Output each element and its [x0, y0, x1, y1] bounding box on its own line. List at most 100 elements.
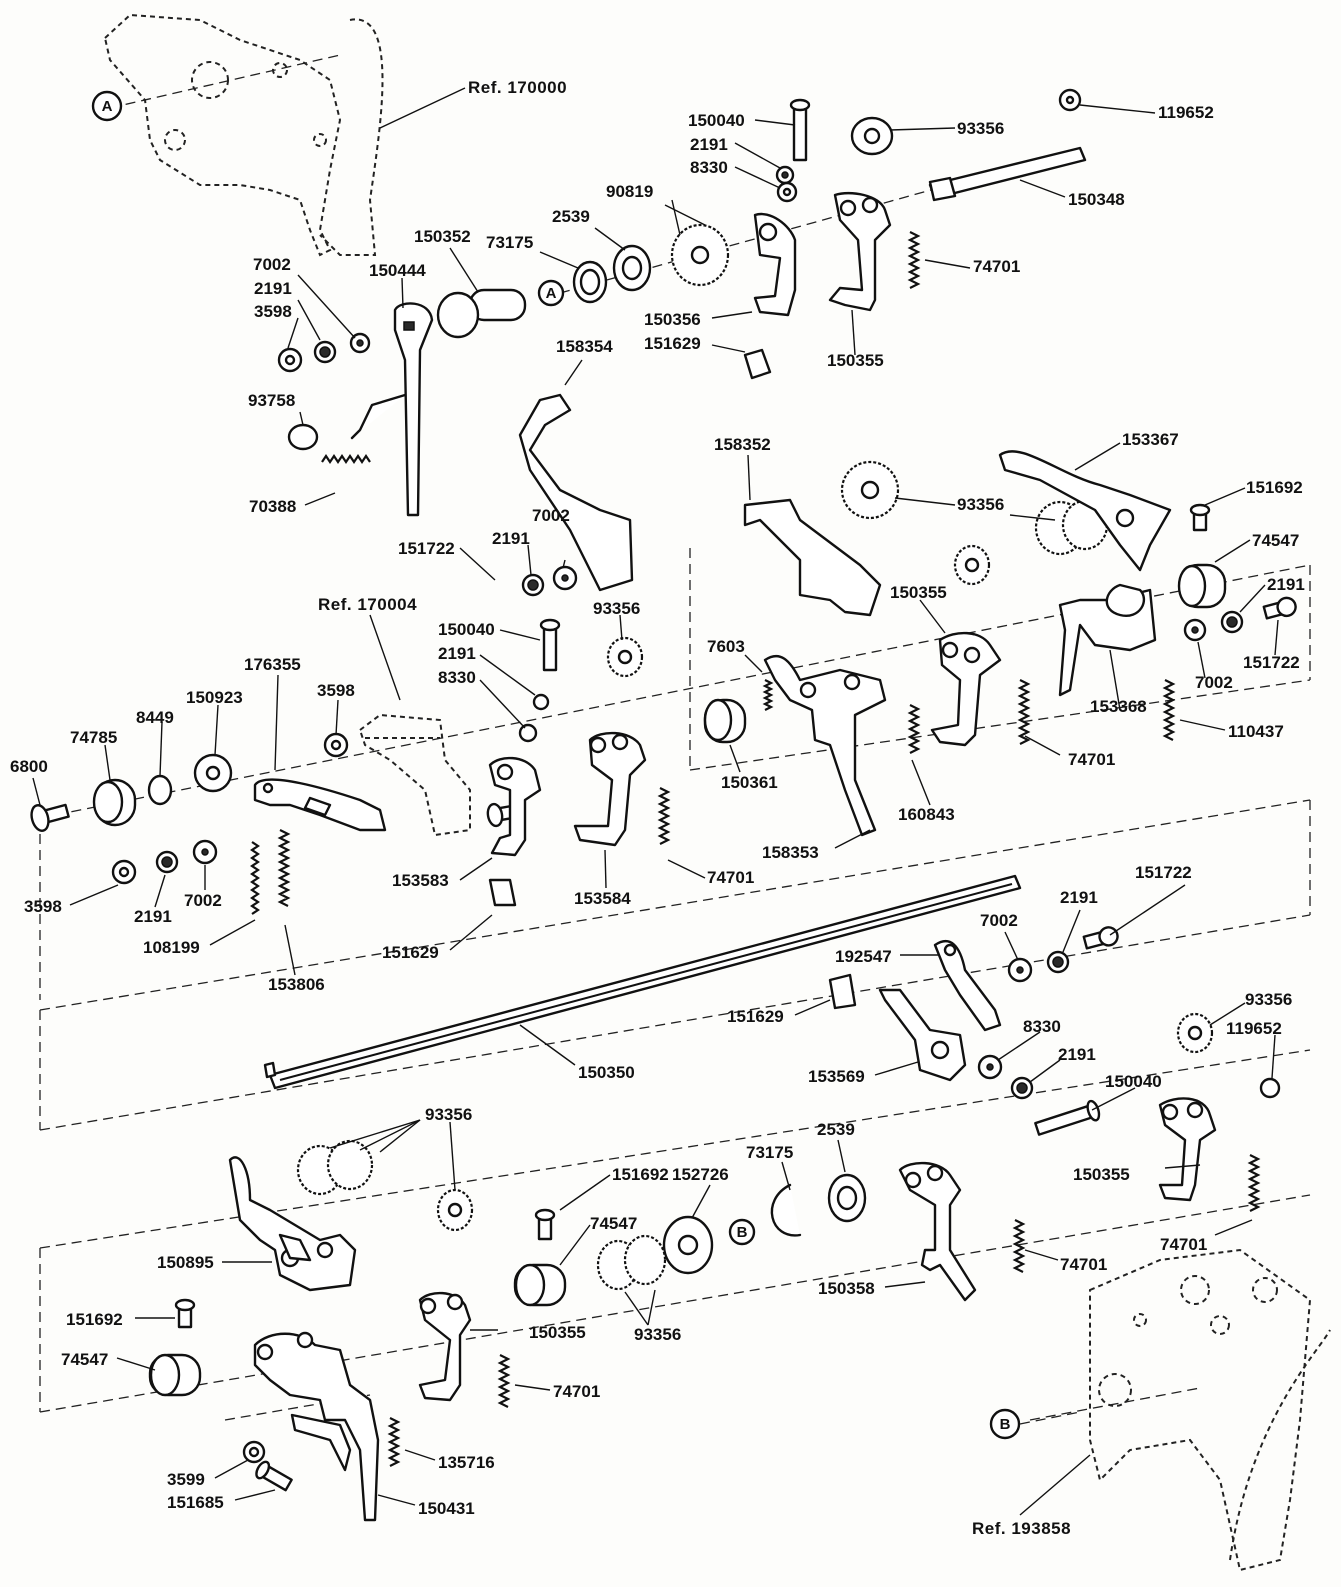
part-label: 7002 [184, 891, 222, 910]
part-label: 150355 [827, 351, 884, 370]
part-label: 150895 [157, 1253, 214, 1272]
part-label: 2191 [492, 529, 530, 548]
part-label: 93356 [1245, 990, 1292, 1009]
part-label: 150356 [644, 310, 701, 329]
part-label: 8330 [438, 668, 476, 687]
part-label: 150361 [721, 773, 778, 792]
part-label: 153583 [392, 871, 449, 890]
frame-bracket-mid [358, 713, 471, 837]
part-label: 151685 [167, 1493, 224, 1512]
part-label: 7002 [532, 506, 570, 525]
part-label: 74701 [553, 1382, 600, 1401]
part-label: 153806 [268, 975, 325, 994]
part-label: 151722 [1243, 653, 1300, 672]
ref-label-170004: Ref. 170004 [318, 595, 417, 614]
part-label: 2539 [552, 207, 590, 226]
part-label: 93356 [425, 1105, 472, 1124]
part-label: 2539 [817, 1120, 855, 1139]
part-label: 151692 [1246, 478, 1303, 497]
part-label: 73175 [486, 233, 533, 252]
part-label: 176355 [244, 655, 301, 674]
part-label: 7002 [1195, 673, 1233, 692]
part-label: 2191 [438, 644, 476, 663]
part-label: 2191 [1058, 1045, 1096, 1064]
part-label: 153368 [1090, 697, 1147, 716]
part-label: 2191 [134, 907, 172, 926]
springs [250, 231, 1261, 1467]
part-label: 152726 [672, 1165, 729, 1184]
part-label: 8330 [1023, 1017, 1061, 1036]
part-label: 150352 [414, 227, 471, 246]
part-label: 151629 [727, 1007, 784, 1026]
part-label: 108199 [143, 938, 200, 957]
part-label: 150040 [438, 620, 495, 639]
part-label: 150431 [418, 1499, 475, 1518]
part-label: 119652 [1226, 1019, 1282, 1038]
part-label: 74547 [590, 1214, 637, 1233]
part-label: 74701 [973, 257, 1020, 276]
part-label: 158353 [762, 843, 819, 862]
part-label: 90819 [606, 182, 653, 201]
ref-label-193858: Ref. 193858 [972, 1519, 1071, 1538]
part-label: 6800 [10, 757, 48, 776]
part-label: 74547 [1252, 531, 1299, 550]
part-label: 150923 [186, 688, 243, 707]
part-label: 93356 [593, 599, 640, 618]
part-label: 2191 [1060, 888, 1098, 907]
part-label: 150040 [688, 111, 745, 130]
part-label: 93356 [957, 119, 1004, 138]
part-label: 110437 [1228, 722, 1284, 741]
small-parts [263, 348, 857, 1079]
part-label: 7002 [253, 255, 291, 274]
nuts-and-washers [111, 88, 1281, 1464]
part-label: 74701 [1068, 750, 1115, 769]
part-label: 150350 [578, 1063, 635, 1082]
marker-a-mid: A [546, 285, 557, 302]
part-label: 93356 [634, 1325, 681, 1344]
part-label: 150040 [1105, 1072, 1162, 1091]
part-label: 8330 [690, 158, 728, 177]
part-label: 153367 [1122, 430, 1179, 449]
part-label: 153569 [808, 1067, 865, 1086]
part-label: 2191 [254, 279, 292, 298]
part-label: 119652 [1158, 103, 1214, 122]
marker-b-mid: B [737, 1224, 748, 1241]
part-label: 151692 [612, 1165, 669, 1184]
ref-label-170000: Ref. 170000 [468, 78, 567, 97]
part-label: 2191 [690, 135, 728, 154]
part-label: 74785 [70, 728, 117, 747]
collars-and-bushings [92, 116, 1227, 1397]
frame-plate-top [103, 13, 384, 257]
part-label: 8449 [136, 708, 174, 727]
part-label: 93758 [248, 391, 295, 410]
part-label: 150355 [529, 1323, 586, 1342]
circled-markers: A A B B [91, 90, 1081, 1440]
marker-a-left: A [102, 98, 113, 115]
part-label: 151629 [644, 334, 701, 353]
part-label: 74701 [1060, 1255, 1107, 1274]
part-label: 160843 [898, 805, 955, 824]
part-label: 3598 [254, 302, 292, 321]
part-label: 73175 [746, 1143, 793, 1162]
part-label: 192547 [835, 947, 892, 966]
part-label: 150355 [1073, 1165, 1130, 1184]
ratchet-gears [296, 223, 1214, 1291]
marker-b-right: B [1000, 1416, 1011, 1433]
part-label: 150348 [1068, 190, 1125, 209]
part-label: 3599 [167, 1470, 205, 1489]
part-label: 3598 [24, 897, 62, 916]
part-label: 7002 [980, 911, 1018, 930]
part-label: 151722 [398, 539, 455, 558]
part-label: 7603 [707, 637, 745, 656]
frame-plate-bottom [1089, 1248, 1331, 1572]
part-label: 150444 [369, 261, 426, 280]
part-label: 151629 [382, 943, 439, 962]
leader-lines [32, 87, 1279, 1516]
part-labels: 150040 2191 8330 93356 119652 90819 2539… [10, 103, 1305, 1518]
part-label: 93356 [957, 495, 1004, 514]
part-label: 74547 [61, 1350, 108, 1369]
part-label: 153584 [574, 889, 631, 908]
part-label: 151722 [1135, 863, 1192, 882]
